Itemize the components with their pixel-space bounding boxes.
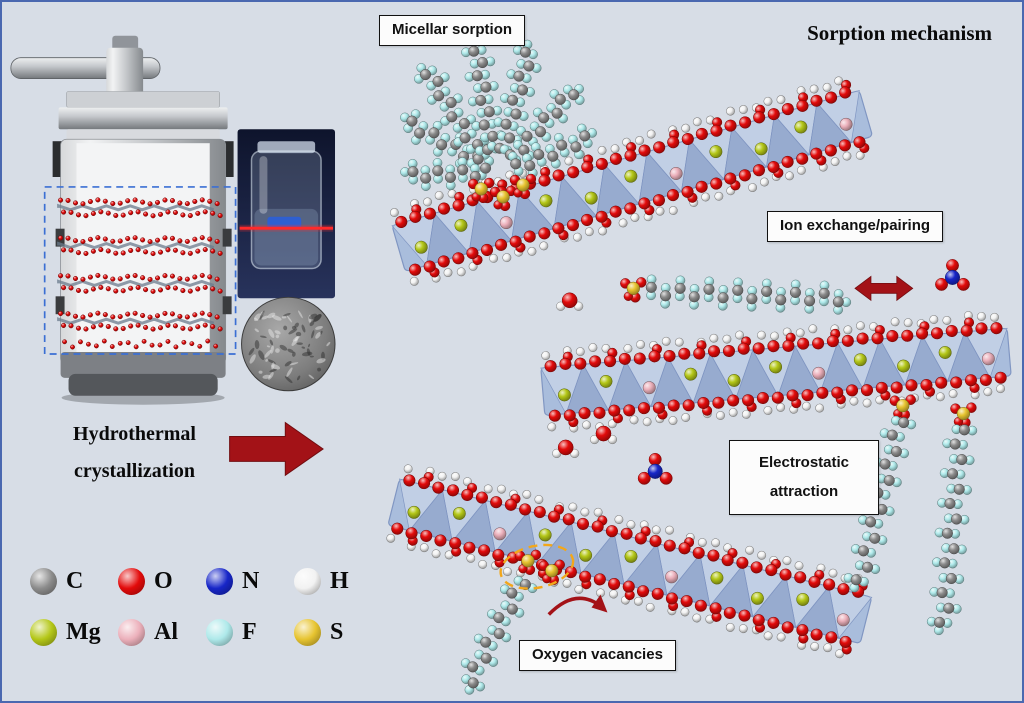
- nanorod-top: [390, 76, 873, 286]
- vacancy-highlight-ellipse: [499, 543, 575, 590]
- ion-exchange-group: [556, 259, 970, 315]
- layered-crystal-structure: [57, 197, 223, 350]
- exchange-arrow-icon: [854, 275, 914, 302]
- autoclave-reactor: [10, 35, 237, 405]
- process-arrow-icon: [229, 421, 324, 477]
- micelle-surfactant-cluster: [400, 25, 597, 212]
- vial-photo: [237, 129, 336, 299]
- nanorod-middle: [540, 311, 1012, 433]
- oxygen-vacancy-group: [460, 543, 608, 695]
- free-ions-group: [552, 425, 673, 485]
- sem-image: [241, 296, 336, 392]
- nanorod-bottom: [386, 464, 873, 659]
